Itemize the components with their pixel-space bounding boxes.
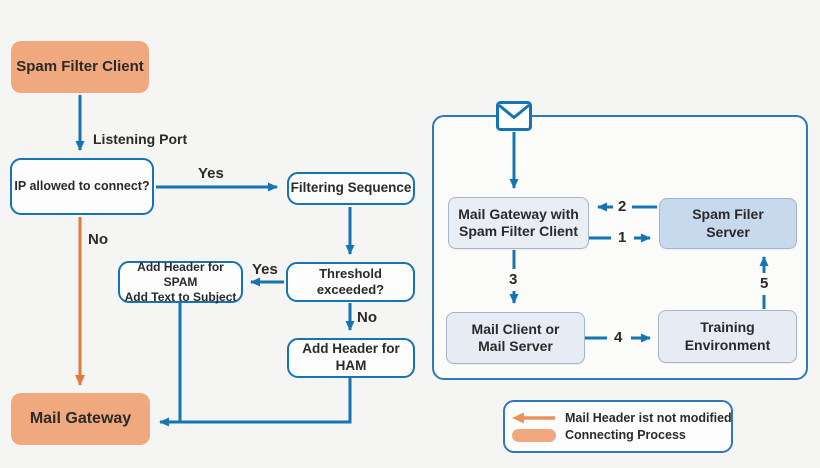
node-mail-gateway: Mail Gateway: [11, 393, 150, 445]
node-spam-filer-server-line1: Spam Filer: [692, 206, 764, 222]
node-filtering-sequence: Filtering Sequence: [287, 172, 415, 205]
node-training-environment: Training Environment: [658, 310, 797, 363]
node-mail-client-or-server: Mail Client or Mail Server: [446, 312, 585, 364]
node-threshold-question-label: Threshold exceeded?: [316, 265, 385, 297]
step-label-2: 2: [618, 198, 627, 215]
step-label-1: 1: [618, 229, 627, 246]
node-mail-client-or-server-line2: Mail Server: [478, 338, 553, 354]
label-listening-port: Listening Port: [93, 131, 188, 147]
orange-left-arrow-icon: [511, 412, 557, 424]
node-mail-gateway-with-client: Mail Gateway with Spam Filter Client: [448, 197, 589, 249]
envelope-icon: [496, 101, 532, 131]
node-add-header-spam-line1: Add Header for SPAM: [137, 259, 224, 289]
connecting-process-pill-icon: [511, 428, 557, 442]
step-label-4: 4: [614, 329, 623, 346]
legend: Mail Header ist not modified Connecting …: [503, 400, 733, 453]
node-mail-gateway-with-client-line1: Mail Gateway with: [458, 205, 579, 222]
node-ip-allowed-question-label: IP allowed to connect?: [14, 178, 150, 193]
label-yes-ip: Yes: [198, 165, 224, 182]
legend-row-arrow: Mail Header ist not modified: [511, 411, 732, 425]
node-spam-filter-client: Spam Filter Client: [11, 41, 149, 93]
node-mail-gateway-label: Mail Gateway: [29, 410, 132, 427]
node-spam-filer-server-line2: Server: [706, 223, 750, 240]
legend-pill-label: Connecting Process: [565, 428, 686, 442]
legend-arrow-label: Mail Header ist not modified: [565, 411, 732, 425]
node-mail-client-or-server-line1: Mail Client or: [471, 320, 560, 337]
label-no-threshold: No: [357, 309, 377, 326]
node-spam-filer-server: Spam Filer Server: [659, 198, 797, 249]
node-ip-allowed-question: IP allowed to connect?: [10, 158, 154, 215]
node-filtering-sequence-label: Filtering Sequence: [290, 180, 412, 196]
node-training-environment-line2: Environment: [684, 336, 771, 353]
node-threshold-question: Threshold exceeded?: [286, 262, 415, 302]
label-no-ip: No: [88, 231, 108, 248]
node-mail-gateway-with-client-line2: Spam Filter Client: [458, 223, 579, 239]
node-spam-filter-client-label: Spam Filter Client: [16, 57, 144, 75]
legend-row-pill: Connecting Process: [511, 428, 725, 442]
node-add-header-ham: Add Header for HAM: [287, 338, 415, 378]
node-add-header-spam: Add Header for SPAM Add Text to Subject: [118, 259, 243, 304]
node-add-header-spam-line2: Add Text to Subject: [124, 289, 237, 304]
label-yes-threshold: Yes: [252, 261, 278, 278]
step-label-3: 3: [509, 271, 518, 288]
node-add-header-ham-label: Add Header for HAM: [302, 341, 400, 373]
step-label-5: 5: [760, 275, 769, 292]
node-training-environment-line1: Training: [700, 319, 755, 335]
